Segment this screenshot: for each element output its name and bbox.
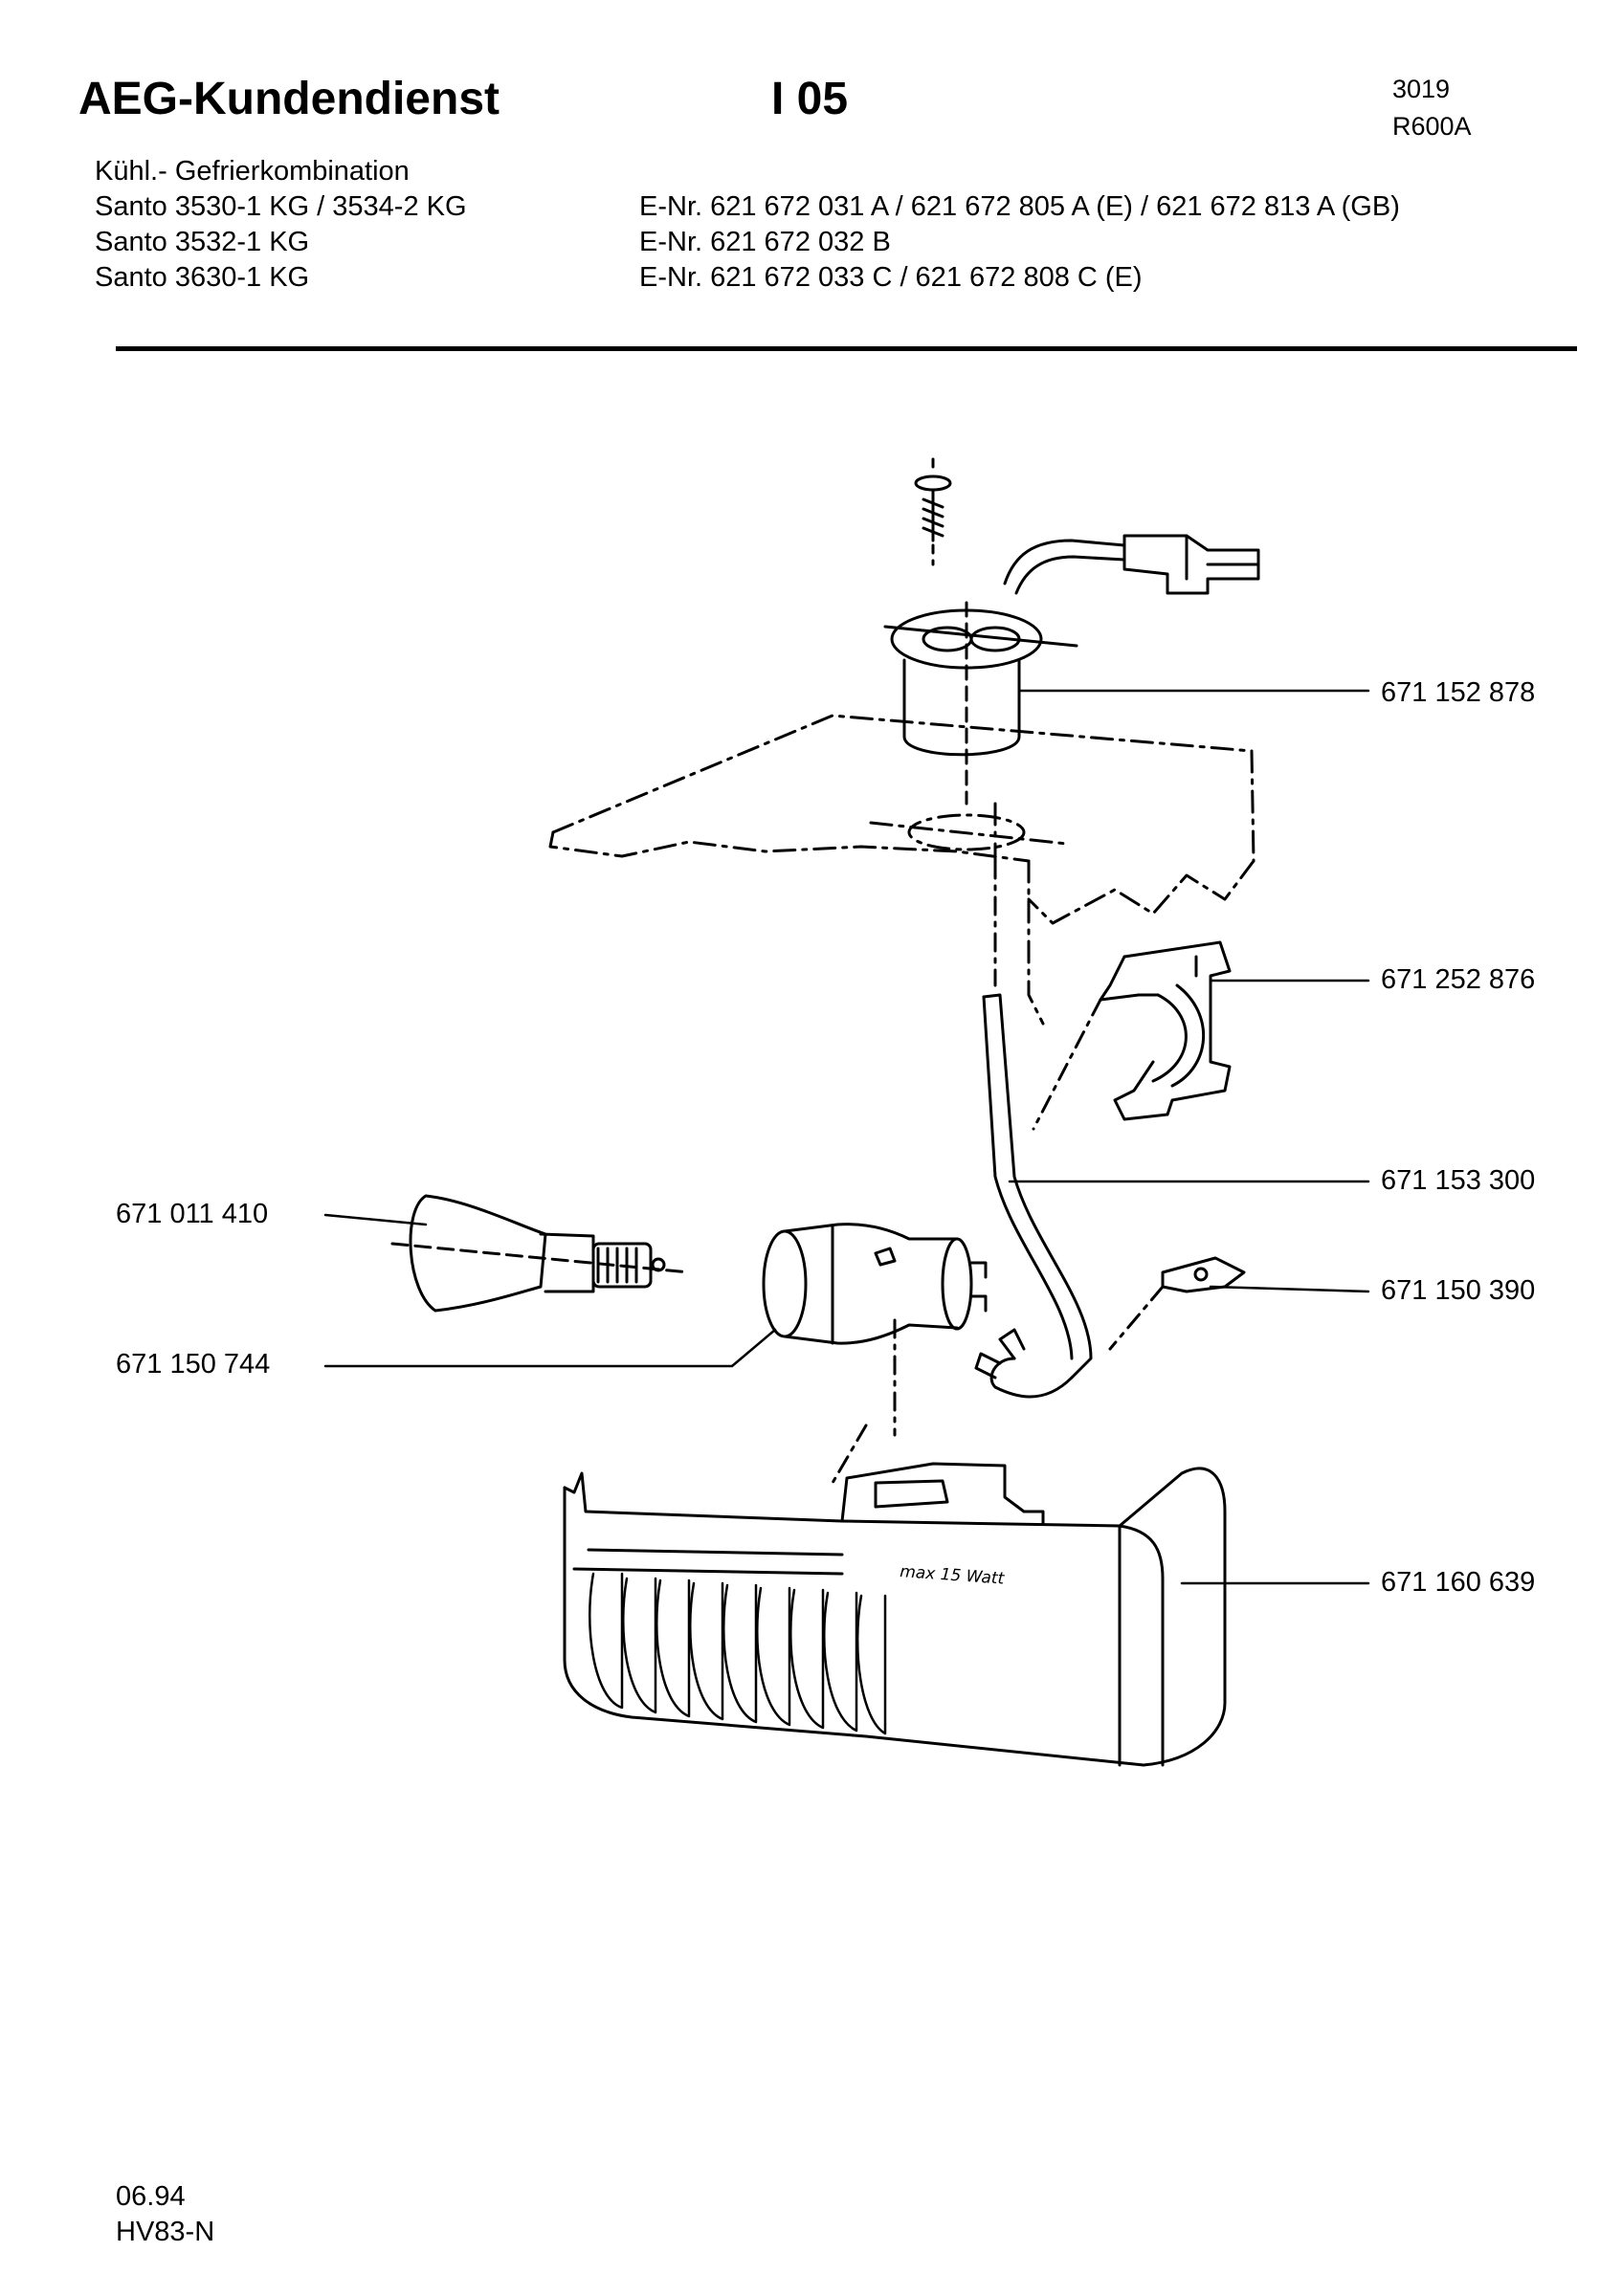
doc-code: 3019 <box>1392 75 1451 103</box>
lamp-holder-top-part <box>883 601 1078 806</box>
clip-part <box>1108 1256 1246 1351</box>
refrigerant-code: R600A <box>1392 112 1472 141</box>
connector-cable-part <box>1003 534 1260 595</box>
part-number-clip: 671 150 390 <box>1381 1275 1536 1306</box>
ceiling-plate-outline <box>548 714 1255 1026</box>
leader-lines <box>323 689 1370 1585</box>
screw-part <box>914 457 952 566</box>
enr-line-3: E-Nr. 621 672 033 C / 621 672 808 C (E) <box>639 262 1143 293</box>
cover-axis <box>831 1424 868 1485</box>
enr-line-1: E-Nr. 621 672 031 A / 621 672 805 A (E) … <box>639 191 1400 222</box>
part-number-lamp-holder: 671 152 878 <box>1381 677 1536 708</box>
part-number-bulb: 671 011 410 <box>116 1199 269 1229</box>
footer-ref: HV83-N <box>116 2217 215 2247</box>
model-line-3: Santo 3630-1 KG <box>95 262 310 293</box>
part-number-cover: 671 160 639 <box>1381 1567 1536 1598</box>
part-number-bracket: 671 252 876 <box>1381 964 1536 995</box>
bulb-part <box>390 1194 691 1313</box>
sheet-number: I 05 <box>771 74 849 124</box>
enr-line-2: E-Nr. 621 672 032 B <box>639 227 891 257</box>
model-line-2: Santo 3532-1 KG <box>95 227 310 257</box>
bracket-part <box>1032 940 1232 1131</box>
socket-part <box>762 1223 988 1345</box>
cover-grille <box>589 1572 887 1735</box>
brand-title: AEG-Kundendienst <box>78 74 500 124</box>
cover-print: max 15 Watt <box>900 1562 1007 1589</box>
part-number-socket: 671 150 744 <box>116 1349 271 1380</box>
header-rule <box>116 346 1577 351</box>
part-number-cable: 671 153 300 <box>1381 1165 1536 1196</box>
cable-part <box>974 993 1093 1399</box>
model-line-1: Santo 3530-1 KG / 3534-2 KG <box>95 191 467 222</box>
cover-part <box>563 1462 1227 1767</box>
footer-date: 06.94 <box>116 2181 186 2212</box>
product-type: Kühl.- Gefrierkombination <box>95 156 410 187</box>
